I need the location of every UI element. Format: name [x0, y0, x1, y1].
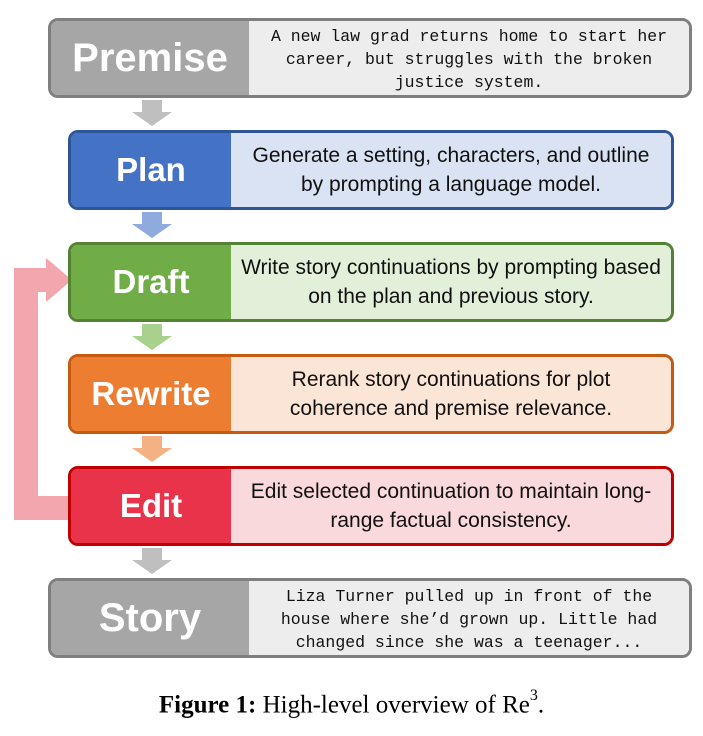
- rewrite-row: Rewrite Rerank story continuations for p…: [68, 354, 674, 434]
- down-arrow-draft-rewrite: [132, 324, 172, 350]
- caption-text: High-level overview of Re: [262, 691, 530, 719]
- premise-text: A new law grad returns home to start her…: [249, 21, 689, 95]
- down-arrow-plan-draft: [132, 212, 172, 238]
- edit-row: Edit Edit selected continuation to maint…: [68, 466, 674, 546]
- edit-text: Edit selected continuation to maintain l…: [231, 469, 671, 543]
- figure-caption: Figure 1: High-level overview of Re3.: [0, 687, 703, 719]
- rewrite-label: Rewrite: [71, 357, 231, 431]
- story-label: Story: [51, 581, 249, 655]
- rewrite-text: Rerank story continuations for plot cohe…: [231, 357, 671, 431]
- premise-row: Premise A new law grad returns home to s…: [48, 18, 692, 98]
- premise-label: Premise: [51, 21, 249, 95]
- caption-suffix: .: [537, 691, 545, 719]
- loop-arrow-head: [46, 258, 72, 302]
- edit-label: Edit: [71, 469, 231, 543]
- draft-row: Draft Write story continuations by promp…: [68, 242, 674, 322]
- loop-bottom-bar: [14, 496, 70, 520]
- plan-text: Generate a setting, characters, and outl…: [231, 133, 671, 207]
- story-row: Story Liza Turner pulled up in front of …: [48, 578, 692, 658]
- loop-top-bar: [14, 268, 48, 292]
- draft-label: Draft: [71, 245, 231, 319]
- loop-vertical-bar: [14, 268, 38, 520]
- down-arrow-premise-plan: [132, 100, 172, 126]
- caption-prefix: Figure 1:: [158, 691, 257, 719]
- draft-text: Write story continuations by prompting b…: [231, 245, 671, 319]
- down-arrow-edit-story: [132, 548, 172, 574]
- plan-row: Plan Generate a setting, characters, and…: [68, 130, 674, 210]
- down-arrow-rewrite-edit: [132, 436, 172, 462]
- plan-label: Plan: [71, 133, 231, 207]
- story-text: Liza Turner pulled up in front of the ho…: [249, 581, 689, 655]
- caption-superscript: 3: [529, 687, 538, 704]
